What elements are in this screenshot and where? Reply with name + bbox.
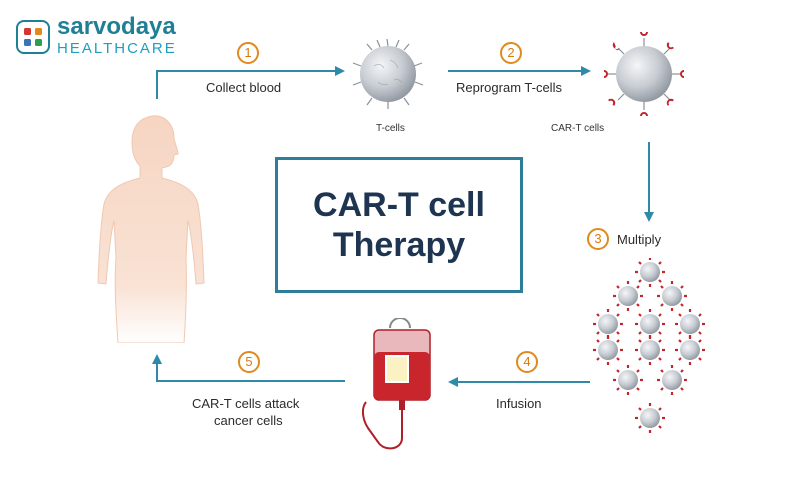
t-cell-icon [352, 38, 424, 109]
brand-subtitle: HEALTHCARE [57, 40, 177, 57]
step-4-badge: 4 [516, 351, 538, 373]
car-t-cells-label: CAR-T cells [551, 123, 605, 134]
t-cells-label: T-cells [376, 123, 405, 134]
step-1-label: Collect blood [206, 80, 282, 95]
car-t-cell-icon [604, 32, 684, 116]
title-line-2: Therapy [332, 226, 466, 264]
arrow-attack [152, 354, 345, 382]
iv-bag-icon [361, 318, 431, 450]
title-line-1: CAR-T cell [313, 186, 485, 224]
step-5-label-2: cancer cells [214, 413, 283, 428]
step-2-label: Reprogram T-cells [456, 80, 562, 95]
step-5-badge: 5 [238, 351, 260, 373]
multiplied-cells-cluster [592, 258, 707, 435]
human-silhouette-icon [97, 115, 205, 343]
step-3-badge: 3 [587, 228, 609, 250]
step-5-label-1: CAR-T cells attack [192, 396, 300, 411]
step-3-label: Multiply [617, 232, 662, 247]
arrow-collect-blood [156, 66, 345, 99]
title-box: CAR-T cell Therapy [275, 157, 523, 293]
brand-name: sarvodaya [57, 13, 176, 40]
sarvodaya-logo-icon [16, 20, 50, 54]
step-2-badge: 2 [500, 42, 522, 64]
step-1-badge: 1 [237, 42, 259, 64]
step-4-label: Infusion [496, 396, 542, 411]
